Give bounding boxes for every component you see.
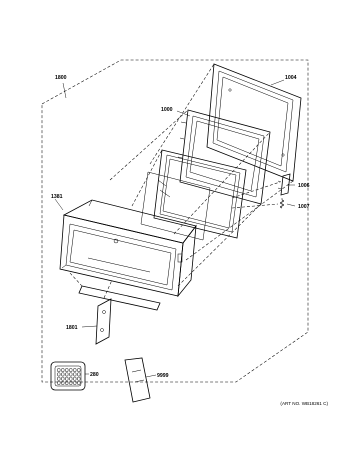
filter-cell bbox=[77, 376, 81, 381]
filter-cell bbox=[77, 372, 81, 377]
part-latch-spring[interactable] bbox=[280, 198, 284, 209]
part-door-middle-frame[interactable] bbox=[153, 149, 247, 239]
filter-cell bbox=[69, 376, 73, 381]
filter-cell bbox=[65, 368, 69, 372]
filter-cell bbox=[77, 381, 81, 385]
part-grease-filter[interactable] bbox=[50, 361, 86, 391]
filter-cell bbox=[61, 372, 65, 377]
part-door-frame-rear[interactable] bbox=[206, 63, 302, 182]
filter-cell bbox=[61, 381, 65, 385]
label-1801: 1801 bbox=[66, 325, 78, 331]
filter-cell bbox=[57, 372, 61, 377]
assembly-boundary bbox=[41, 59, 309, 383]
filter-cell bbox=[73, 381, 77, 385]
alignment-lines bbox=[109, 63, 294, 287]
filter-cell bbox=[57, 368, 61, 372]
filter-cell bbox=[77, 368, 81, 372]
label-9999: 9999 bbox=[157, 373, 169, 379]
filter-cell bbox=[69, 368, 73, 372]
filter-cell bbox=[57, 376, 61, 381]
filter-cell bbox=[69, 381, 73, 385]
filter-cell bbox=[61, 376, 65, 381]
filter-cell bbox=[57, 381, 61, 385]
filter-cell bbox=[61, 368, 65, 372]
filter-cell bbox=[73, 376, 77, 381]
filter-cell bbox=[65, 372, 69, 377]
part-latch-hook[interactable] bbox=[277, 173, 291, 196]
art-number: (ART NO. WB18261 C) bbox=[280, 401, 328, 406]
leader-lines bbox=[54, 79, 296, 378]
part-door-front-assembly[interactable] bbox=[59, 199, 197, 298]
filter-cell bbox=[73, 368, 77, 372]
filter-cell bbox=[65, 376, 69, 381]
callout-labels: 1800 1004 1000 1006 1007 1381 1801 280 9… bbox=[51, 75, 328, 406]
label-280: 280 bbox=[90, 372, 99, 378]
filter-cell bbox=[69, 372, 73, 377]
part-door-glass[interactable] bbox=[140, 171, 211, 241]
label-1006: 1006 bbox=[298, 183, 310, 189]
label-1381: 1381 bbox=[51, 194, 63, 200]
part-literature[interactable] bbox=[124, 357, 151, 403]
part-door-bottom-trim[interactable] bbox=[69, 272, 161, 311]
label-1007: 1007 bbox=[298, 204, 310, 210]
label-1000: 1000 bbox=[161, 107, 173, 113]
label-1800: 1800 bbox=[55, 75, 67, 81]
filter-cell bbox=[65, 381, 69, 385]
label-1004: 1004 bbox=[285, 75, 297, 81]
part-door-bottom-part[interactable] bbox=[95, 279, 113, 345]
filter-cell bbox=[73, 372, 77, 377]
